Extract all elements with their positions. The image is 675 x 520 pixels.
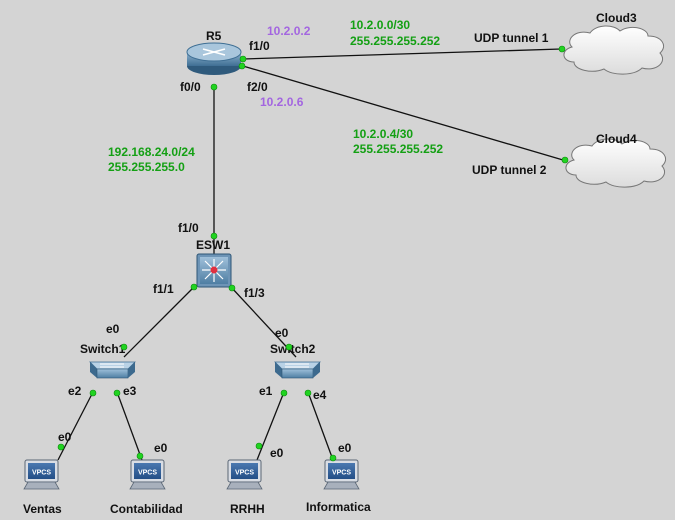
- informatica-badge: VPCS: [332, 470, 351, 477]
- rrhh-badge: VPCS: [235, 470, 254, 477]
- ventas-label: Ventas: [23, 502, 62, 516]
- switch-switch1[interactable]: [89, 361, 136, 379]
- ventas-badge: VPCS: [32, 470, 51, 477]
- port-dot: [285, 343, 293, 351]
- link-switch2-rrhh[interactable]: [256, 391, 285, 461]
- port-dot: [561, 156, 569, 164]
- port-dot: [228, 284, 236, 292]
- port-label-sw2-e4: e4: [313, 388, 327, 402]
- informatica-label: Informatica: [306, 500, 371, 514]
- port-dot: [329, 454, 337, 462]
- pc-informatica[interactable]: VPCS: [323, 459, 360, 490]
- link-switch1-ventas[interactable]: [57, 391, 94, 461]
- switch-esw1[interactable]: [196, 253, 232, 288]
- port-label-sw1-e3: e3: [123, 384, 137, 398]
- switch-switch2[interactable]: [274, 361, 321, 379]
- contabilidad-badge: VPCS: [138, 470, 157, 477]
- port-dot: [113, 389, 121, 397]
- port-label-r5-f0-0: f0/0: [180, 80, 201, 94]
- link-switch1-contabilidad[interactable]: [116, 391, 143, 461]
- esw-core-icon: [210, 266, 218, 274]
- port-dot: [558, 45, 566, 53]
- port-dot: [136, 452, 144, 460]
- net2-address: 10.2.0.4/30: [353, 127, 413, 141]
- switch1-arrows-icon: [100, 363, 124, 368]
- cloud3-label: Cloud3: [596, 11, 637, 25]
- ip-r5-f2: 10.2.0.6: [260, 95, 304, 109]
- switch1-label: Switch1: [80, 342, 126, 356]
- port-dot: [210, 83, 218, 91]
- router-label: R5: [206, 29, 222, 43]
- net1-mask: 255.255.255.252: [350, 34, 440, 48]
- router-r5[interactable]: [186, 42, 242, 75]
- ip-r5-f1: 10.2.0.2: [267, 24, 311, 38]
- cloud-cloud3[interactable]: [563, 25, 664, 75]
- port-dot: [304, 389, 312, 397]
- lan-mask: 255.255.255.0: [108, 160, 185, 174]
- port-label-sw1-e2: e2: [68, 384, 82, 398]
- switch2-label: Switch2: [270, 342, 316, 356]
- link-esw1-switch1[interactable]: [123, 286, 195, 358]
- port-dot: [57, 443, 65, 451]
- lan-address: 192.168.24.0/24: [108, 145, 195, 159]
- cloud3-icon: [563, 25, 664, 75]
- esw1-label: ESW1: [196, 238, 230, 252]
- net1-address: 10.2.0.0/30: [350, 18, 410, 32]
- port-dot: [190, 283, 198, 291]
- cloud4-label: Cloud4: [596, 132, 637, 146]
- port-dot: [255, 442, 263, 450]
- port-dot: [120, 343, 128, 351]
- pc-rrhh[interactable]: VPCS: [226, 459, 263, 490]
- cloud-cloud4[interactable]: [565, 138, 666, 188]
- port-label-esw-f1-3: f1/3: [244, 286, 265, 300]
- pc-contabilidad[interactable]: VPCS: [129, 459, 166, 490]
- port-label-r5-f2-0: f2/0: [247, 80, 268, 94]
- rrhh-label: RRHH: [230, 502, 265, 516]
- port-dot: [239, 55, 247, 63]
- router-arrows-icon: [202, 48, 226, 56]
- cloud4-icon: [565, 138, 666, 188]
- tunnel-2-label: UDP tunnel 2: [472, 163, 547, 177]
- port-label-esw-f1-0: f1/0: [178, 221, 199, 235]
- contabilidad-label: Contabilidad: [110, 502, 183, 516]
- port-label-info-e0: e0: [338, 441, 352, 455]
- port-label-sw2-e0: e0: [275, 326, 289, 340]
- port-dot: [89, 389, 97, 397]
- link-esw1-switch2[interactable]: [230, 286, 297, 358]
- tunnel-1-label: UDP tunnel 1: [474, 31, 549, 45]
- pc-ventas[interactable]: VPCS: [23, 459, 60, 490]
- net2-mask: 255.255.255.252: [353, 142, 443, 156]
- port-label-esw-f1-1: f1/1: [153, 282, 174, 296]
- link-r5-cloud3[interactable]: [242, 48, 562, 60]
- port-label-sw2-e1: e1: [259, 384, 273, 398]
- port-label-contab-e0: e0: [154, 441, 168, 455]
- port-dot: [238, 62, 246, 70]
- port-label-sw1-e0: e0: [106, 322, 120, 336]
- link-r5-cloud4[interactable]: [242, 65, 564, 161]
- port-label-rrhh-e0: e0: [270, 446, 284, 460]
- switch2-arrows-icon: [285, 363, 309, 368]
- link-switch2-informatica[interactable]: [307, 391, 334, 461]
- port-label-r5-f1-0: f1/0: [249, 39, 270, 53]
- port-label-ventas-e0: e0: [58, 430, 72, 444]
- port-dot: [210, 232, 218, 240]
- port-dot: [280, 389, 288, 397]
